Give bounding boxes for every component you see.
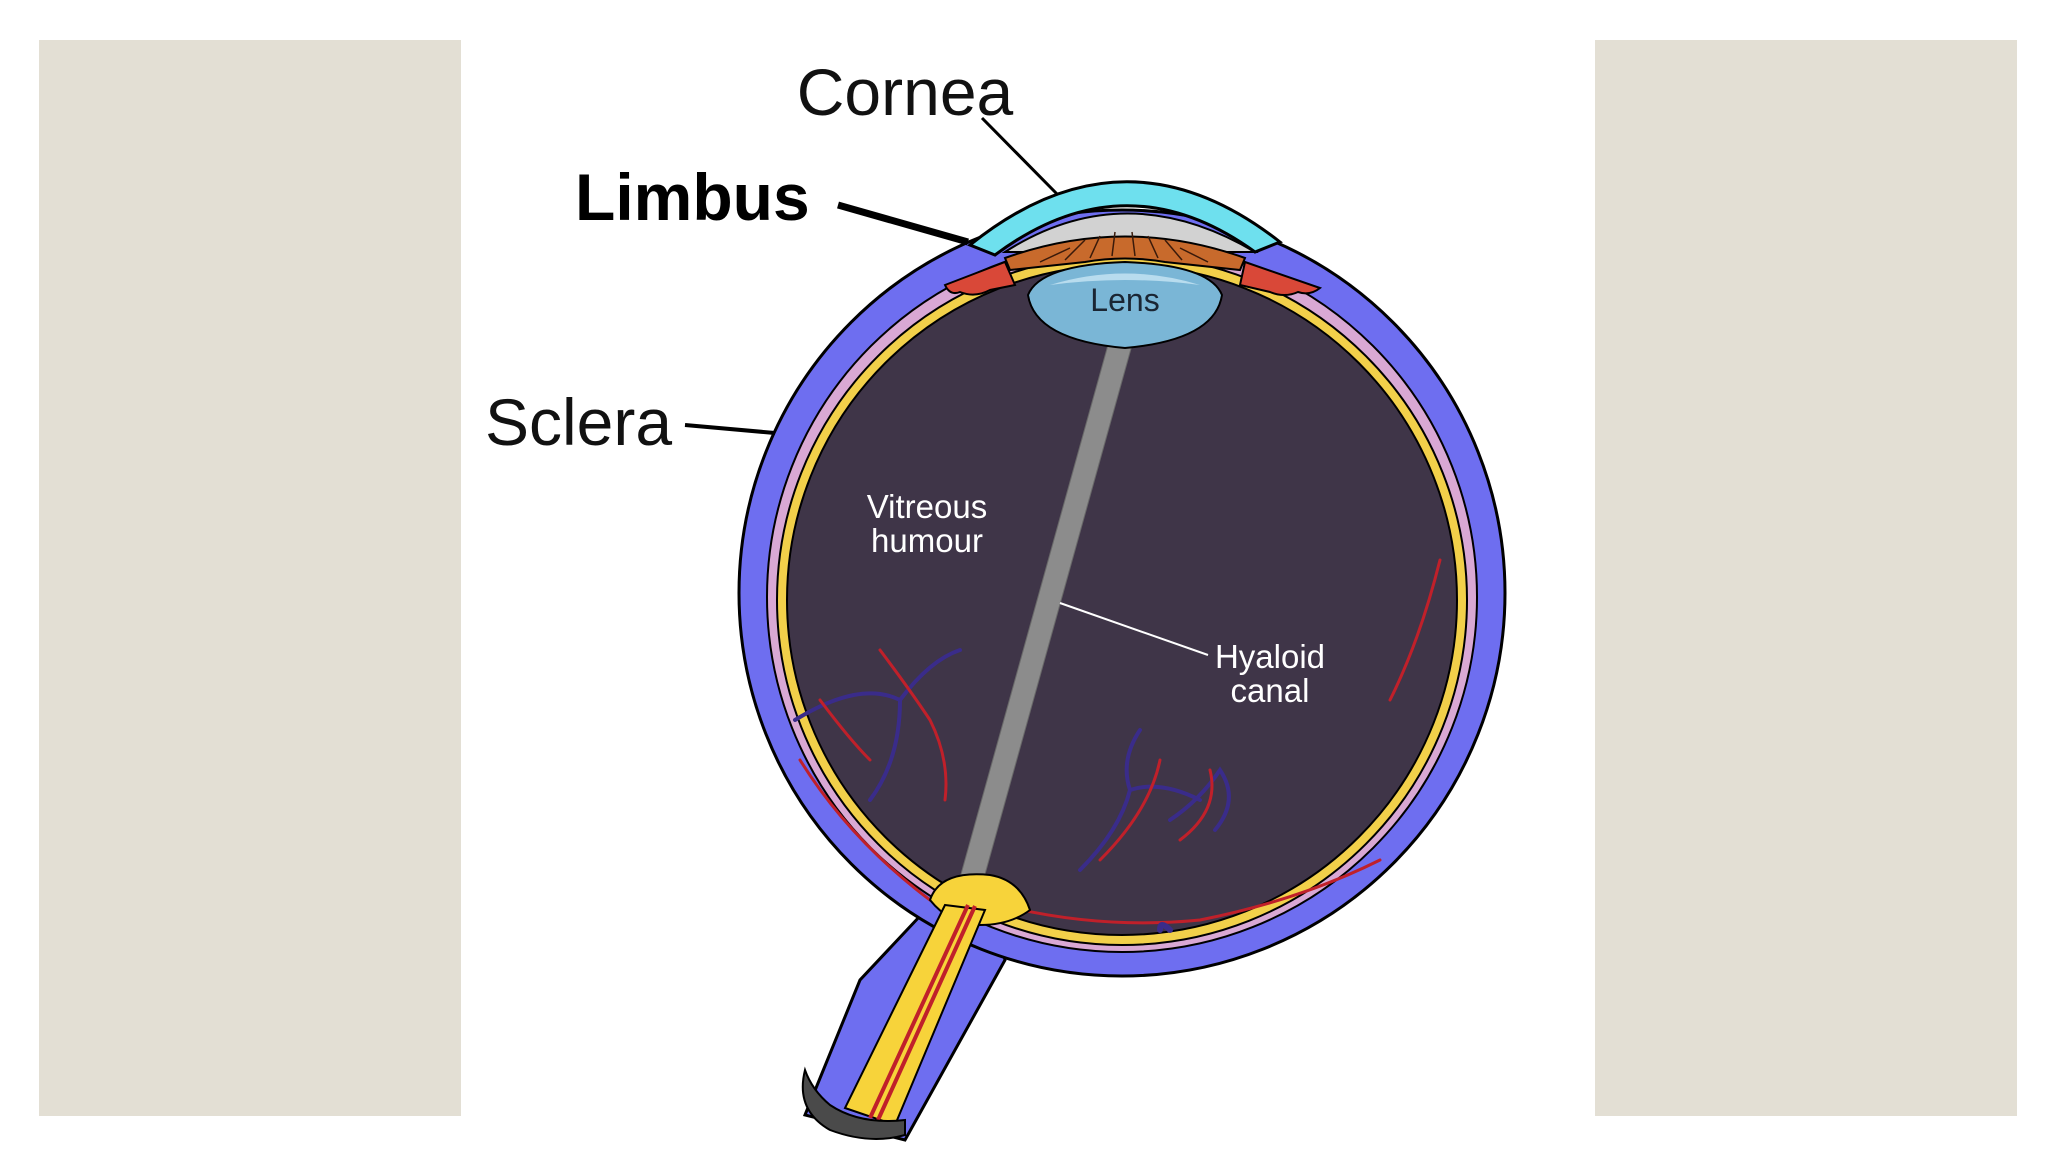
sclera-label: Sclera xyxy=(485,385,672,459)
sclera-leader-line xyxy=(684,423,776,435)
ciliary-body-right xyxy=(1238,260,1323,296)
retinal-vessels xyxy=(793,558,1442,933)
right-side-panel xyxy=(1595,40,2017,1116)
lens-highlight xyxy=(1050,273,1200,285)
hyaloid-label-line1: Hyaloid xyxy=(1215,638,1325,675)
hyaloid-leader-line xyxy=(1059,602,1209,656)
cornea-leader-line xyxy=(980,116,1060,197)
left-side-panel xyxy=(39,40,461,1116)
cornea xyxy=(967,180,1283,257)
limbus-label: Limbus xyxy=(575,160,810,234)
iris-fibers xyxy=(1039,231,1209,263)
vitreous-label-line2: humour xyxy=(871,522,983,559)
hyaloid-label-line2: canal xyxy=(1231,672,1310,709)
central-retinal-vessels xyxy=(868,904,977,1121)
cornea-label: Cornea xyxy=(797,55,1014,129)
lens-label: Lens xyxy=(1090,282,1159,318)
limbus-leader-line xyxy=(837,201,969,246)
iris xyxy=(1003,235,1247,272)
leader-lines xyxy=(684,116,1060,435)
ciliary-body-left xyxy=(943,260,1017,296)
optic-nerve-end xyxy=(801,1066,906,1140)
lens xyxy=(1026,260,1224,350)
vitreous-label-line1: Vitreous xyxy=(867,488,987,525)
